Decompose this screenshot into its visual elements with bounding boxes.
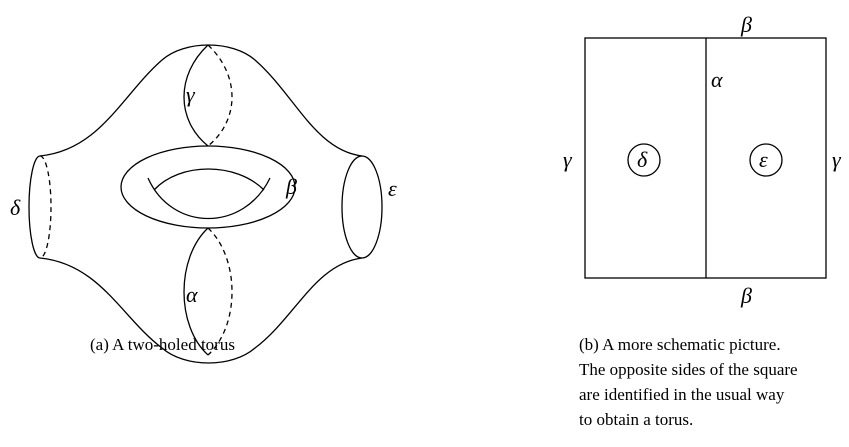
label-alpha-a: α: [186, 282, 198, 307]
label-gamma-left: γ: [563, 147, 573, 172]
label-alpha-b: α: [711, 67, 723, 92]
caption-a: (a) A two-holed torus: [90, 335, 235, 354]
label-epsilon-b: ε: [759, 147, 768, 172]
caption-b-line: to obtain a torus.: [579, 410, 694, 429]
label-gamma-a: γ: [186, 82, 196, 107]
gamma-curve-front: [183, 44, 209, 147]
hole-outer-rim: [120, 145, 296, 229]
torus-outer-top-outline: [39, 44, 363, 157]
label-beta-top: β: [740, 12, 752, 37]
hole-inner-upper-curve: [153, 168, 265, 191]
label-delta-a: δ: [10, 195, 21, 220]
label-beta-a: β: [285, 174, 297, 199]
gamma-curve-back: [207, 44, 233, 147]
torus-outer-bottom-outline: [39, 257, 363, 364]
label-epsilon-a: ε: [388, 176, 397, 201]
caption-b: (b) A more schematic picture. The opposi…: [579, 332, 849, 432]
delta-boundary-back: [39, 155, 52, 259]
epsilon-boundary-circle: [341, 155, 383, 259]
label-gamma-right: γ: [832, 147, 842, 172]
alpha-curve-front: [183, 227, 209, 356]
delta-circle: [627, 143, 661, 177]
caption-b-line: (b) A more schematic picture.: [579, 335, 781, 354]
delta-boundary-front: [28, 155, 41, 259]
label-beta-bottom: β: [740, 283, 752, 308]
hole-inner-lower-curve: [147, 177, 271, 220]
caption-b-line: are identified in the usual way: [579, 385, 785, 404]
epsilon-circle: [749, 143, 783, 177]
caption-b-line: The opposite sides of the square: [579, 360, 798, 379]
label-delta-b: δ: [637, 147, 648, 172]
